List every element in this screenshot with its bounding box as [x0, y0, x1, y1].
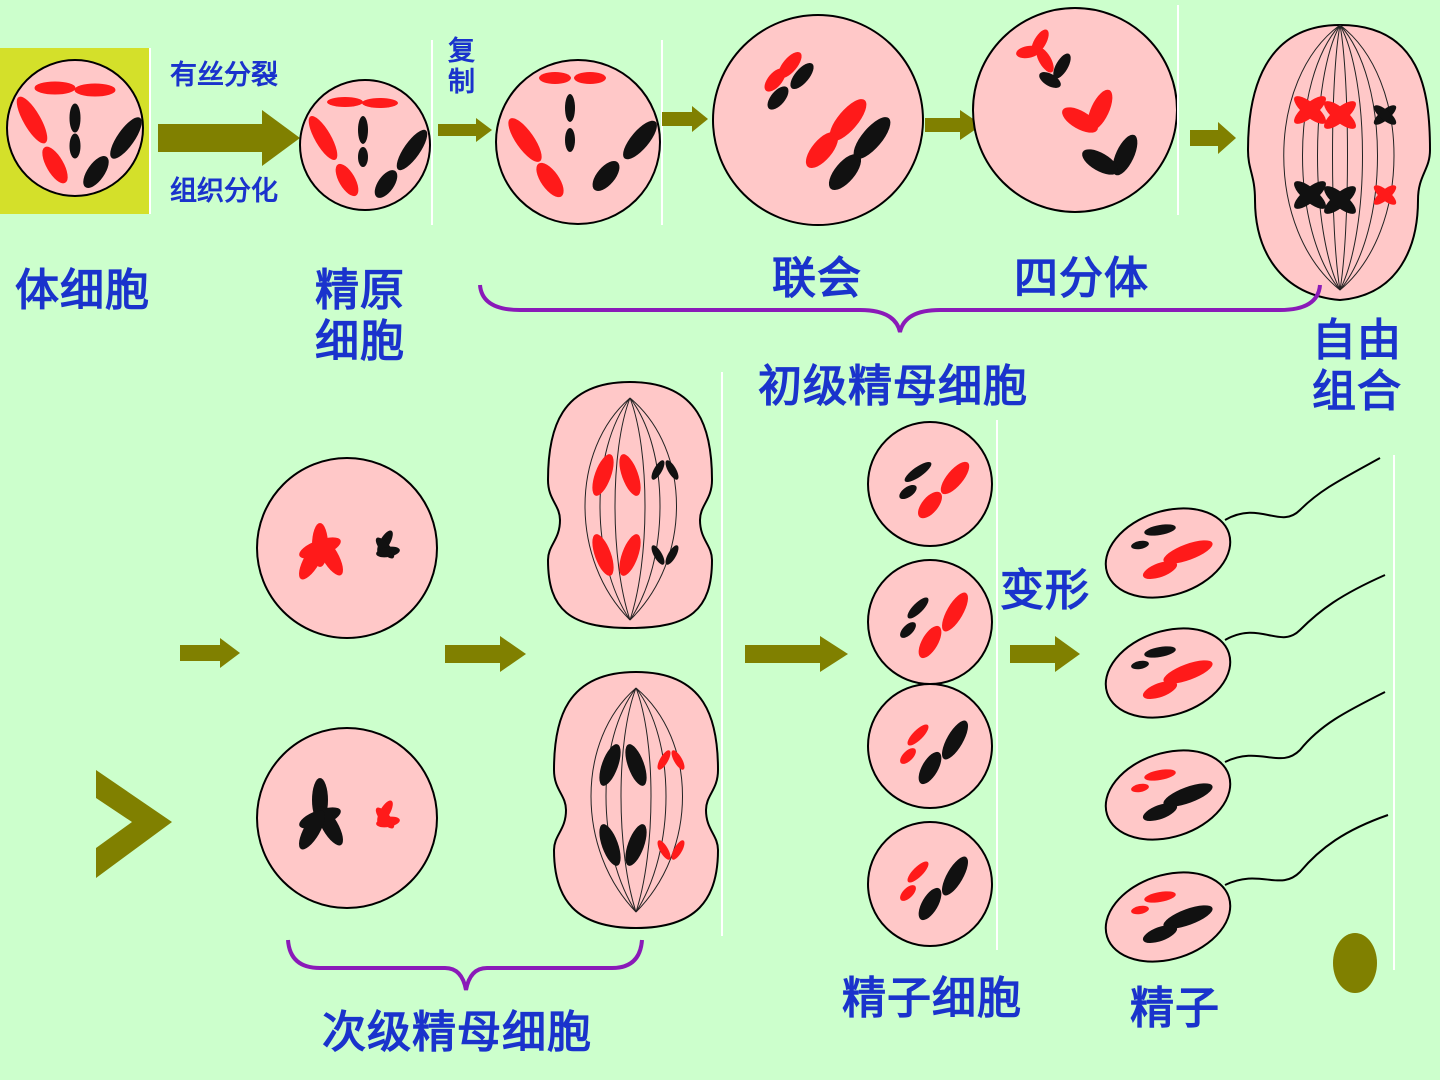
sperm-4 [1104, 814, 1389, 963]
label-differentiation: 组织分化 [170, 176, 278, 207]
cell-tetrad [972, 7, 1178, 213]
cell-spermatogonium [299, 79, 431, 211]
chevron-right-icon[interactable] [96, 770, 172, 878]
arrow-mitosis [158, 110, 300, 166]
arrow-r1-a [662, 106, 708, 132]
arrow-r1-c [1190, 122, 1236, 154]
arrow-r1-b [925, 110, 982, 140]
brace-primary-spermatocyte [478, 284, 1322, 333]
cell-spermatid-2 [867, 559, 993, 685]
arrow-replication [438, 118, 492, 142]
sperm-1 [1104, 457, 1381, 599]
label-synapsis: 联会 [772, 253, 862, 304]
arrow-r2-a [180, 638, 240, 668]
cell-spermatid-4 [867, 821, 993, 947]
arrow-r2-b [445, 636, 526, 672]
label-replication: 复 制 [448, 36, 475, 99]
cell-somatic [6, 59, 144, 197]
label-primary-spermatocyte: 初级精母细胞 [758, 361, 1028, 412]
circle-dot-icon[interactable] [1333, 933, 1377, 993]
label-tetrad: 四分体 [1014, 253, 1149, 304]
arrow-r2-c [745, 636, 848, 672]
cell-spermatid-3 [867, 683, 993, 809]
label-free-combination: 自由 组合 [1312, 315, 1402, 417]
cell-secondary-1 [256, 457, 438, 639]
sperm-2 [1104, 574, 1386, 719]
label-secondary-spermatocyte: 次级精母细胞 [322, 1007, 592, 1058]
label-somatic-cell: 体细胞 [15, 265, 150, 316]
brace-secondary-spermatocyte [286, 939, 644, 991]
cell-synapsis [712, 14, 924, 226]
label-sperm: 精子 [1130, 983, 1220, 1034]
cell-primary-1 [495, 59, 661, 225]
sperm-3 [1104, 691, 1386, 841]
label-spermatogonium: 精原 细胞 [315, 265, 405, 367]
cell-secondary-dividing-2 [552, 670, 720, 930]
label-spermatid: 精子细胞 [842, 973, 1022, 1024]
label-transformation: 变形 [1000, 565, 1090, 616]
arrow-r2-d [1010, 636, 1080, 672]
cell-metaphase-primary [1246, 23, 1432, 302]
cell-spermatid-1 [867, 421, 993, 547]
label-mitosis: 有丝分裂 [170, 60, 278, 91]
cell-secondary-2 [256, 727, 438, 909]
cell-secondary-dividing-1 [546, 380, 714, 630]
